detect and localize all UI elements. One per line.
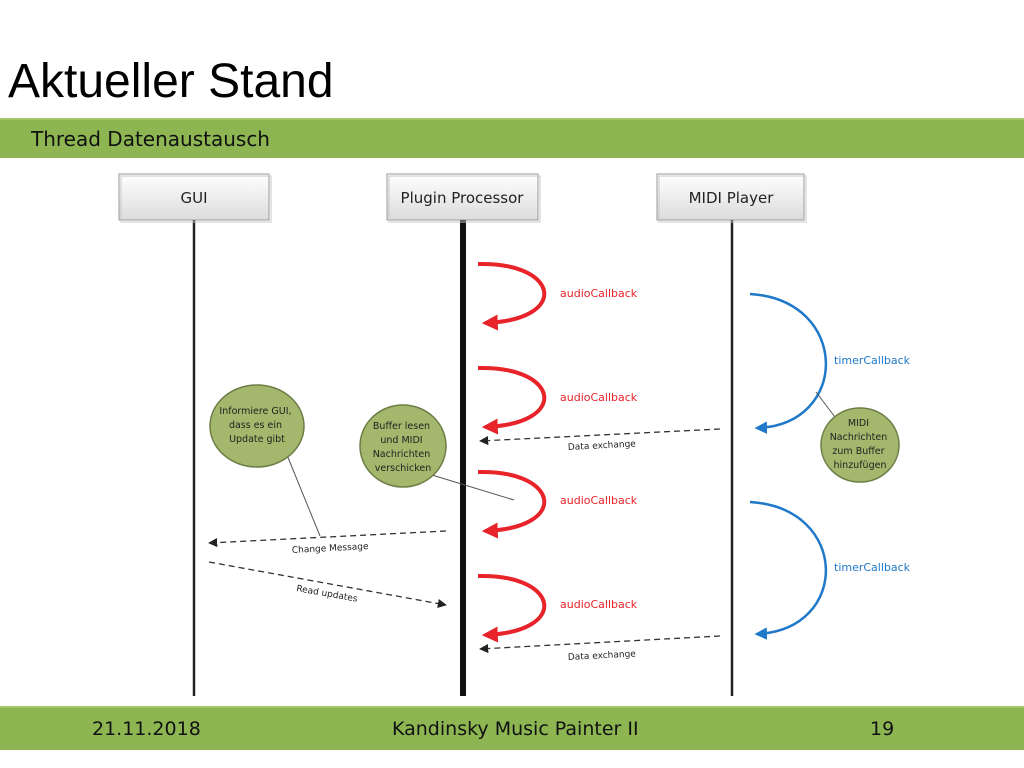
audio-callback-label: audioCallback xyxy=(560,391,638,404)
lane-plugin-processor-label: Plugin Processor xyxy=(401,189,525,207)
note-line: dass es ein xyxy=(229,420,282,431)
note-line: Informiere GUI, xyxy=(219,406,291,417)
footer-date: 21.11.2018 xyxy=(92,718,201,740)
data-exchange-label: Data exchange xyxy=(568,439,637,453)
lane-midi-player: MIDI Player xyxy=(656,173,807,223)
note-midi-buffer: MIDI Nachrichten zum Buffer hinzufügen xyxy=(820,407,900,483)
audio-callback-1: audioCallback xyxy=(477,261,638,331)
audio-callback-label: audioCallback xyxy=(560,287,638,300)
note-line: Buffer lesen xyxy=(373,421,430,432)
data-exchange-message-1: Data exchange xyxy=(479,428,721,453)
note-line: hinzufügen xyxy=(834,460,887,471)
svg-text:MIDI Nachrichten z: MIDI Nachrichten zum Buffer hinzufügen xyxy=(830,418,891,471)
footer-presentation-title: Kandinsky Music Painter II xyxy=(392,718,639,740)
svg-text:Informiere GUI, dass es: Informiere GUI, dass es ein Update gibt xyxy=(219,406,294,445)
svg-text:Buffer lesen und MIDI: Buffer lesen und MIDI Nachrichten versch… xyxy=(373,421,434,474)
note-line: Nachrichten xyxy=(830,432,888,443)
note-gui-update: Informiere GUI, dass es ein Update gibt xyxy=(209,384,305,468)
note-line: MIDI xyxy=(848,418,869,429)
data-exchange-label: Data exchange xyxy=(568,649,637,663)
change-message-arrow: Change Message xyxy=(208,530,447,556)
audio-callback-3: audioCallback xyxy=(477,469,638,539)
timer-callback-label: timerCallback xyxy=(834,354,911,367)
timer-callback-2: timerCallback xyxy=(749,500,911,640)
lane-plugin-processor: Plugin Processor xyxy=(386,173,541,223)
lane-midi-player-label: MIDI Player xyxy=(689,189,775,207)
timer-callback-label: timerCallback xyxy=(834,561,911,574)
audio-callback-4: audioCallback xyxy=(477,573,638,643)
slide-title: Aktueller Stand xyxy=(8,55,334,108)
audio-callback-2: audioCallback xyxy=(477,365,638,435)
timer-callback-1: timerCallback xyxy=(749,292,911,434)
note-line: Update gibt xyxy=(229,434,285,445)
footer-bar: 21.11.2018 Kandinsky Music Painter II 19 xyxy=(0,706,1024,750)
gui-note-connector xyxy=(286,454,321,537)
note-buffer-read: Buffer lesen und MIDI Nachrichten versch… xyxy=(359,404,447,488)
lane-gui-label: GUI xyxy=(180,189,207,207)
note-line: Nachrichten xyxy=(373,449,431,460)
change-message-label: Change Message xyxy=(292,542,370,556)
data-exchange-message-2: Data exchange xyxy=(479,635,721,663)
lane-gui: GUI xyxy=(118,173,272,223)
audio-callback-label: audioCallback xyxy=(560,598,638,611)
note-line: und MIDI xyxy=(380,435,422,446)
read-updates-arrow: Read updates xyxy=(208,561,447,609)
note-line: verschicken xyxy=(375,463,431,474)
slide-subtitle: Thread Datenaustausch xyxy=(31,127,270,151)
footer-page-number: 19 xyxy=(870,718,895,740)
buffer-note-connector xyxy=(431,474,515,501)
note-line: zum Buffer xyxy=(832,446,884,457)
audio-callback-label: audioCallback xyxy=(560,494,638,507)
subtitle-bar: Thread Datenaustausch xyxy=(0,118,1024,158)
